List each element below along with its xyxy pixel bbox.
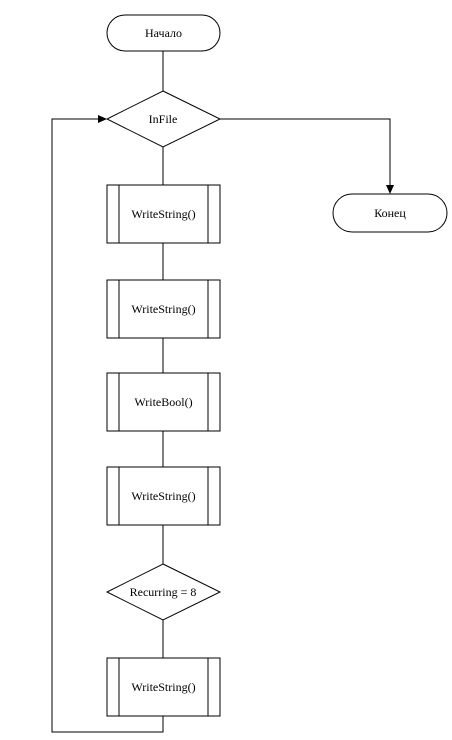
step-1-label: WriteString()	[131, 207, 195, 221]
loop-back-line	[51, 118, 164, 733]
process-step-1: WriteString()	[106, 184, 221, 244]
step-5-label: WriteString()	[131, 680, 195, 694]
loop-back-arrowhead	[98, 115, 107, 123]
recurring-label: Recurring = 8	[130, 585, 197, 599]
connectors	[51, 51, 394, 733]
exit-line	[220, 118, 391, 186]
process-step-2: WriteString()	[106, 279, 221, 339]
end-label: Конец	[374, 206, 406, 220]
infile-label: InFile	[149, 112, 178, 126]
process-step-4: WriteString()	[106, 466, 221, 526]
step-3-label: WriteBool()	[134, 395, 192, 409]
recurring-decision	[105, 563, 222, 621]
step-2-label: WriteString()	[131, 302, 195, 316]
step-4-label: WriteString()	[131, 489, 195, 503]
process-step-3: WriteBool()	[106, 372, 221, 432]
start-terminator	[106, 14, 221, 52]
process-step-5: WriteString()	[106, 657, 221, 717]
start-label: Начало	[145, 26, 182, 40]
end-terminator	[332, 193, 448, 233]
infile-decision	[105, 90, 222, 148]
exit-arrowhead	[386, 185, 394, 194]
